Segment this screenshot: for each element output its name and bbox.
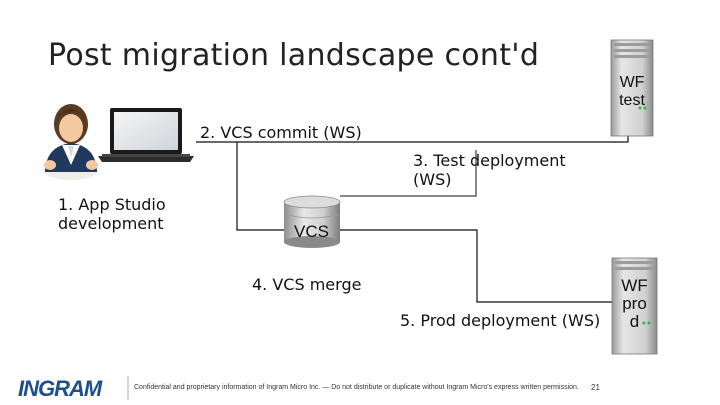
ingram-logo: INGRAM — [18, 376, 102, 401]
commit-to-vcs-connector — [236, 142, 285, 231]
developer-label-line2: development — [58, 214, 164, 233]
test-deploy-line2: (WS) — [413, 170, 452, 189]
wf-test-server-icon — [610, 39, 654, 137]
test-deploy-step-label: 3. Test deployment (WS) — [413, 151, 566, 189]
test-deploy-connector — [340, 150, 477, 197]
wf-prod-server-icon — [611, 257, 658, 355]
wf-prod-line1: WF — [621, 276, 648, 295]
vcs-database-icon — [283, 195, 341, 248]
test-deploy-line1: 3. Test deployment — [413, 151, 566, 170]
slide-title: Post migration landscape cont'd — [48, 38, 540, 73]
confidential-notice: Confidential and proprietary information… — [134, 384, 579, 391]
wf-prod-line2: pro — [622, 294, 647, 313]
wf-test-label: WF test — [611, 74, 653, 110]
prod-deploy-step-label: 5. Prod deployment (WS) — [400, 311, 601, 330]
merge-connector — [340, 229, 629, 303]
merge-step-label: 4. VCS merge — [252, 275, 362, 294]
developer-label-line1: 1. App Studio — [58, 195, 166, 214]
commit-step-label: 2. VCS commit (WS) — [200, 123, 362, 142]
laptop-icon — [98, 108, 194, 162]
wf-test-line2: test — [619, 92, 645, 109]
developer-label: 1. App Studio development — [58, 195, 166, 233]
page-number: 21 — [591, 383, 600, 392]
wf-test-line1: WF — [619, 74, 645, 91]
vcs-label: VCS — [294, 222, 329, 241]
wf-prod-label: WF pro d — [612, 277, 657, 331]
wf-prod-line3: d — [629, 312, 640, 331]
developer-person-icon — [44, 104, 98, 180]
